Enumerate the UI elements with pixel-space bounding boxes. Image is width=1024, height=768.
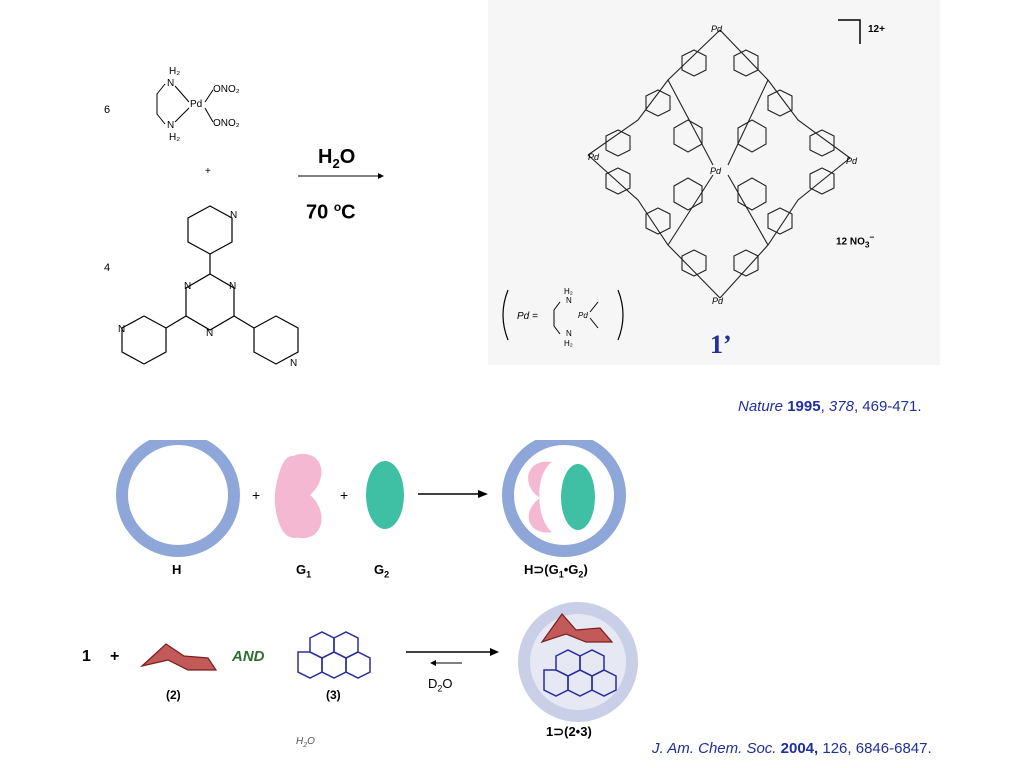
citation-nature: Nature 1995, 378, 469-471. [738, 398, 922, 415]
label-h: H [172, 562, 182, 577]
cage-charge: 12+ [868, 24, 885, 35]
pd-complex-structure: H₂ N Pd ONO₂ ONO₂ N H₂ [156, 66, 240, 143]
svg-text:N: N [229, 281, 236, 292]
svg-text:Pd: Pd [190, 99, 202, 110]
svg-text:Pd: Pd [846, 156, 858, 166]
pd-definition-label: Pd = [517, 311, 538, 322]
tripyridyl-triazine-structure: N N N N N N [118, 205, 299, 369]
citation-2-volume: 126 [822, 740, 848, 757]
citation-2-year: 2004, [780, 740, 819, 757]
svg-text:N: N [167, 78, 174, 89]
arrow-label-h2o: H2O [318, 146, 356, 171]
citation-1-pages: , 469-471. [853, 398, 922, 415]
plus-reactants: + [205, 166, 211, 177]
pd-cage-structure: Pd Pd Pd Pd Pd H₂ N Pd N H₂ [502, 19, 861, 348]
svg-text:Pd: Pd [711, 24, 723, 34]
cycloalkane-2-icon [139, 643, 218, 671]
h2o-note: H2O [296, 736, 315, 749]
svg-text:N: N [566, 296, 572, 305]
ligand-n-label: N [230, 210, 237, 221]
complex-ring-icon [502, 440, 626, 557]
svg-text:N: N [566, 329, 572, 338]
label-3: (3) [326, 688, 341, 702]
host-ring-icon [116, 440, 240, 557]
reaction-arrow-top [298, 173, 384, 179]
svg-text:Pd: Pd [578, 311, 588, 320]
stoich-ligand: 4 [104, 262, 111, 274]
stoich-pd: 6 [104, 104, 111, 116]
svg-text:N: N [167, 120, 174, 131]
svg-text:Pd: Pd [588, 152, 600, 162]
label-d2o: D2O [428, 676, 453, 694]
label-product: 1⊃(2•3) [546, 724, 592, 739]
citation-jacs: J. Am. Chem. Soc. 2004, 126, 6846-6847. [652, 740, 932, 757]
compound-label-1prime: 1’ [710, 330, 732, 359]
label-g1: G1 [296, 562, 312, 580]
host-guest-scheme: + + [116, 440, 626, 557]
svg-text:ONO₂: ONO₂ [213, 118, 240, 129]
citation-1-volume: 378 [828, 398, 854, 415]
label-2: (2) [166, 688, 181, 702]
triphenylene-3-icon [297, 631, 371, 679]
svg-text:H₂: H₂ [169, 132, 180, 143]
svg-text:+: + [340, 487, 348, 503]
label-g2: G2 [374, 562, 390, 580]
citation-1-journal: Nature [738, 398, 784, 415]
label-complex: H⊃(G1•G2) [524, 562, 588, 580]
bottom-plus: + [110, 648, 120, 665]
citation-2-pages: , 6846-6847. [847, 740, 932, 757]
guest-g2-icon [366, 461, 404, 529]
bottom-host: 1 [82, 648, 91, 665]
svg-text:Pd: Pd [712, 296, 724, 306]
svg-text:H₂: H₂ [564, 287, 573, 296]
equilibrium-arrows [406, 648, 499, 666]
cage-panel [488, 0, 940, 365]
citation-2-journal: J. Am. Chem. Soc. [652, 740, 777, 757]
product-complex-icon [518, 602, 638, 722]
citation-1-year: 1995 [787, 398, 821, 415]
svg-text:N: N [184, 281, 191, 292]
svg-text:N: N [206, 328, 213, 339]
plus-1: + [252, 487, 260, 503]
and-label: AND [232, 648, 265, 665]
svg-text:N: N [290, 358, 297, 369]
svg-text:N: N [118, 324, 125, 335]
cage-counterion: 12 NO3− [836, 232, 875, 250]
arrow-label-temp: 70 oC [306, 200, 356, 224]
pd-complex-h2-top: H₂ [169, 66, 180, 77]
svg-text:ONO₂: ONO₂ [213, 84, 240, 95]
svg-text:Pd: Pd [710, 166, 722, 176]
svg-text:H₂: H₂ [564, 339, 573, 348]
